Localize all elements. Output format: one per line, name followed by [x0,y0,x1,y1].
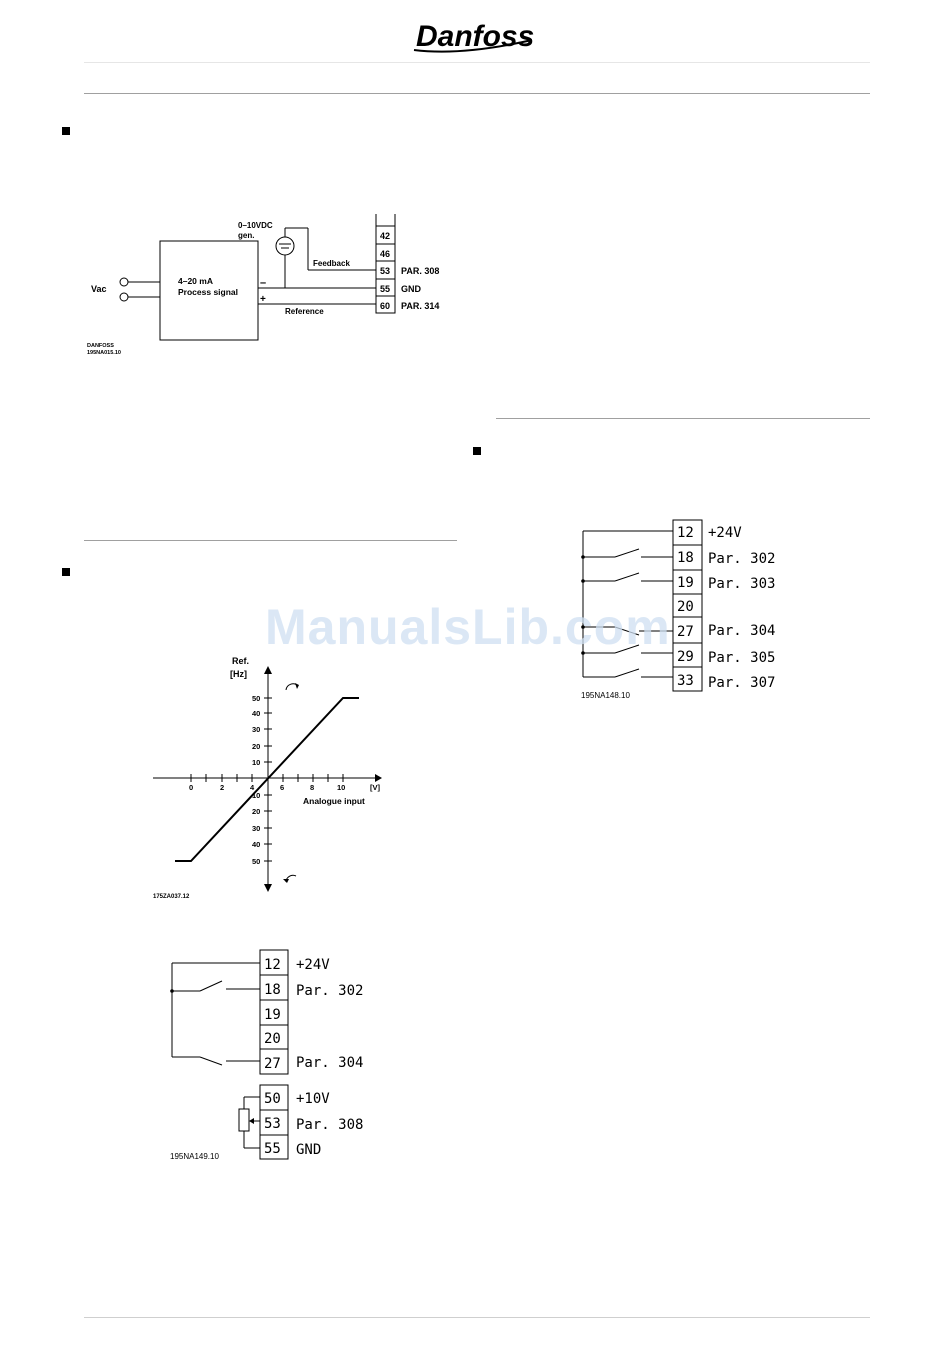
diagram-code-2: 195NA015.10 [87,350,121,356]
y-axis-arrow-up-icon [264,666,272,674]
y-tick-neg-20: 20 [252,807,260,816]
section-bullet [473,447,481,455]
terminal-label-53: Par. 308 [296,1117,363,1133]
terminal-12: 12 [677,525,694,541]
section-rule-right [496,418,870,419]
section-bullet [62,568,70,576]
terminal-19: 19 [264,1007,281,1023]
x-tick-0: 0 [189,783,193,792]
y-tick-40: 40 [252,709,260,718]
section-rule-left [84,540,457,541]
y-tick-50: 50 [252,694,260,703]
terminal-label-55: GND [401,284,422,294]
terminal-19: 19 [677,575,694,591]
y-tick-neg-40: 40 [252,840,260,849]
x-tick-2: 2 [220,783,224,792]
terminal-label-12: +24V [296,957,330,973]
terminal-label-53: PAR. 308 [401,266,439,276]
terminal-label-12: +24V [708,525,742,541]
y-axis-arrow-down-icon [264,884,272,892]
y-tick-10: 10 [252,758,260,767]
junction-dot [581,579,585,583]
terminal-33: 33 [677,673,694,689]
danfoss-logo: Danfoss [412,10,542,60]
terminal-18: 18 [677,550,694,566]
header-rule [84,93,870,94]
terminal-53: 53 [264,1116,281,1132]
junction-dot [581,651,585,655]
terminal-53: 53 [380,266,390,276]
logo-mark: Danfoss [413,20,534,53]
section-bullet [62,127,70,135]
x-tick-4: 4 [250,783,255,792]
terminal-label-60: PAR. 314 [401,301,439,311]
terminal-label-27: Par. 304 [296,1055,363,1071]
junction-dot [581,625,585,629]
y-tick-neg-30: 30 [252,824,260,833]
minus-sign: – [260,277,266,289]
wiper-arrow-icon [249,1118,254,1124]
box-label-1: 4–20 mA [178,276,213,286]
y-tick-neg-50: 50 [252,857,260,866]
x-axis-unit: [V] [370,783,381,792]
terminal-18: 18 [264,982,281,998]
terminal-27: 27 [264,1056,281,1072]
cw-rotation-icon [295,683,299,689]
diagram-code: 195NA149.10 [170,1152,219,1161]
terminal-diagram-potentiometer: 12 18 19 20 27 +24V Par. 302 Par. 304 50… [170,949,363,1161]
feedback-label: Feedback [313,259,350,268]
diagram-code-1: DANFOSS [87,343,114,349]
y-tick-20: 20 [252,742,260,751]
terminal-label-29: Par. 305 [708,650,775,666]
terminal-label-18: Par. 302 [296,983,363,999]
x-tick-10: 10 [337,783,345,792]
terminal-60: 60 [380,301,390,311]
gen-label-1: 0–10VDC [238,221,273,230]
x-axis-arrow-icon [375,774,382,782]
diagram-code: 195NA148.10 [581,691,630,700]
y-axis-label-1: Ref. [232,656,249,666]
terminal-55: 55 [380,284,390,294]
x-tick-8: 8 [310,783,314,792]
y-tick-30: 30 [252,725,260,734]
terminal-label-55: GND [296,1142,321,1158]
junction-dot [581,555,585,559]
junction-dot [170,989,174,993]
terminal-label-18: Par. 302 [708,551,775,567]
terminal-42: 42 [380,231,390,241]
terminal-label-27: Par. 304 [708,623,775,639]
graph-code: 175ZA037.12 [153,894,190,900]
terminal-50: 50 [264,1091,281,1107]
terminal-label-19: Par. 303 [708,576,775,592]
y-axis-label-2: [Hz] [230,669,247,679]
terminal-20: 20 [264,1031,281,1047]
footer-rule [84,1317,870,1318]
vac-label: Vac [91,284,107,294]
gen-label-2: gen. [238,231,254,240]
terminal-55: 55 [264,1141,281,1157]
x-tick-6: 6 [280,783,284,792]
terminal-label-33: Par. 307 [708,675,775,691]
terminal-12: 12 [264,957,281,973]
reference-label: Reference [285,307,324,316]
terminal-27: 27 [677,624,694,640]
header-rule-light [84,62,870,63]
box-label-2: Process signal [178,287,238,297]
y-tick-neg-10: 10 [252,791,260,800]
reference-graph: Ref. [Hz] [V] Analogue input 0 2 4 6 8 1… [153,656,382,900]
terminal-29: 29 [677,649,694,665]
terminal-46: 46 [380,249,390,259]
process-signal-diagram: 0–10VDC gen. Vac 4–20 mA Process signal … [87,214,439,356]
x-axis-label: Analogue input [303,796,365,806]
plus-sign: + [260,294,266,305]
logo-text: Danfoss [416,20,534,53]
terminal-label-50: +10V [296,1091,330,1107]
reference-curve [175,697,359,862]
terminal-20: 20 [677,599,694,615]
terminal-diagram-digital: 12 18 19 20 27 29 33 +24V Par. 302 Par. … [581,519,775,700]
ccw-rotation-icon [283,879,289,883]
